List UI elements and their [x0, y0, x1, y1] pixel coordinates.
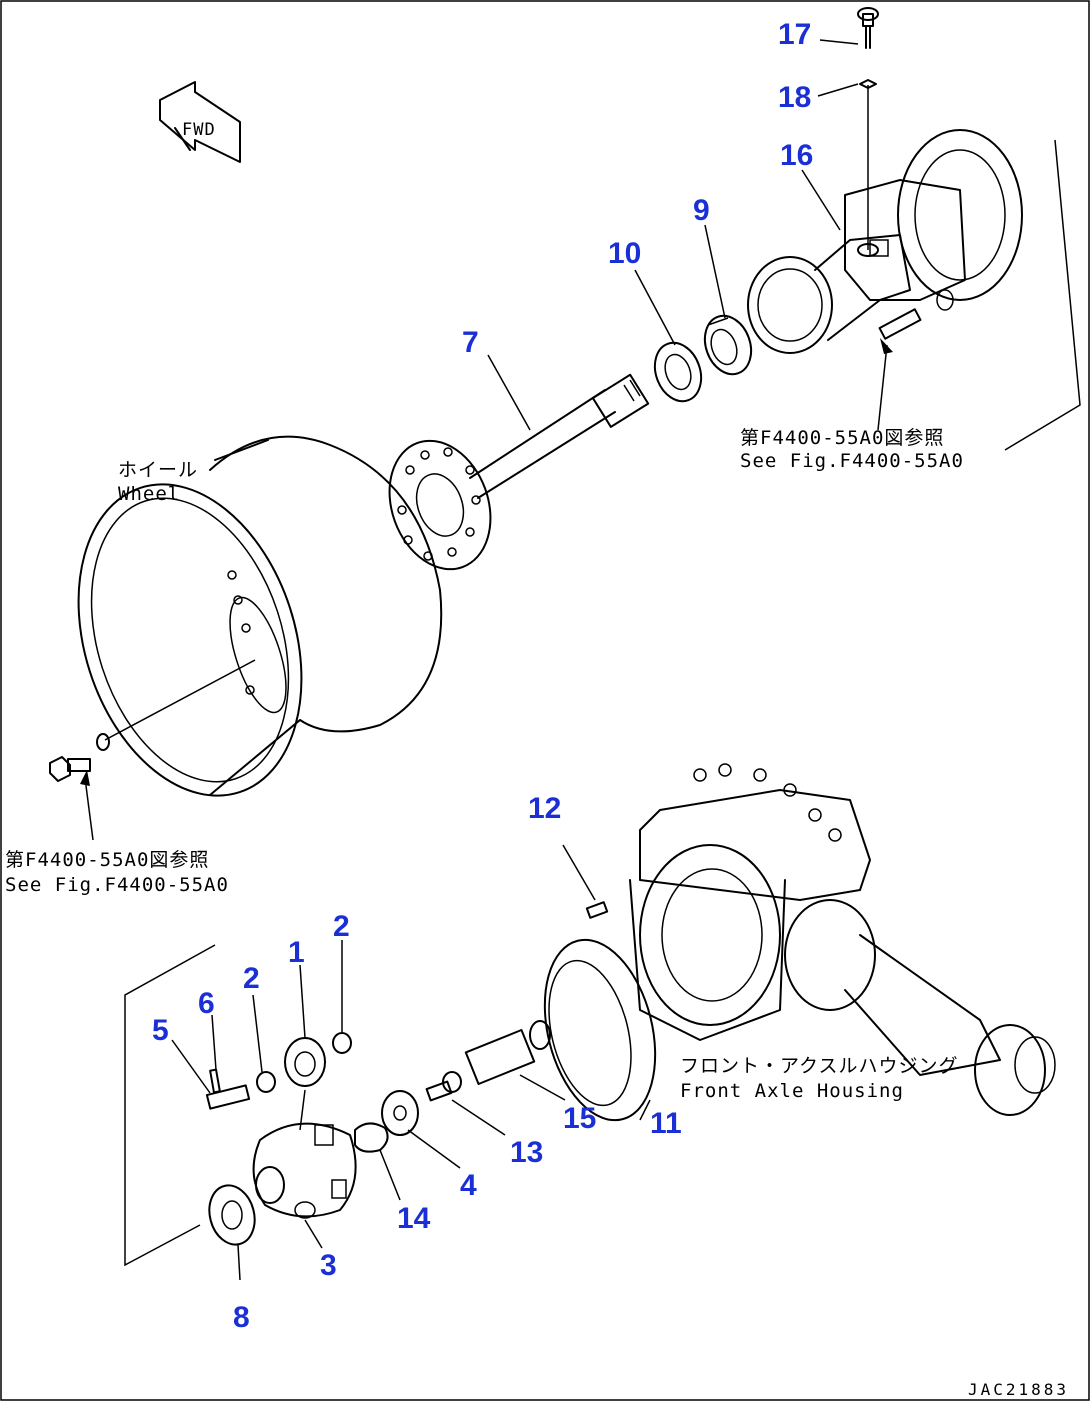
thrust-washer-right-icon [332, 1032, 352, 1054]
callout-2-lower: 2 [243, 962, 260, 995]
sun-gear-drawing [464, 1020, 566, 1101]
callout-8: 8 [233, 1301, 250, 1334]
callout-15: 15 [563, 1102, 596, 1135]
ref-top-en: See Fig.F4400-55A0 [740, 450, 964, 472]
callout-6: 6 [198, 987, 215, 1020]
drawing-code: JAC21883 [968, 1380, 1069, 1399]
axle-tube-housing-drawing [747, 85, 1023, 354]
callout-13: 13 [510, 1136, 543, 1169]
planet-gear-drawing [284, 1037, 326, 1131]
callout-5: 5 [152, 1014, 169, 1047]
callout-7: 7 [462, 326, 479, 359]
housing-label-en: Front Axle Housing [680, 1080, 904, 1102]
bearing-drawing [703, 314, 753, 376]
seal-drawing [653, 341, 703, 403]
plate-14-icon [354, 1122, 401, 1201]
wheel-label-jp: ホイール [118, 459, 198, 481]
fwd-arrow-icon: FWD [159, 81, 241, 163]
callout-14: 14 [397, 1202, 431, 1235]
bolt-13-icon [425, 1071, 506, 1136]
callout-10: 10 [608, 237, 641, 270]
front-axle-housing-drawing [629, 763, 1056, 1116]
housing-label-jp: フロント・アクスルハウジング [680, 1055, 958, 1077]
housing-bolt-icon [877, 289, 954, 431]
callout-18: 18 [778, 81, 811, 114]
callout-1: 1 [288, 936, 305, 969]
callout-12: 12 [528, 792, 561, 825]
wheel-bolt-icon [49, 733, 110, 841]
thrust-washer-left-icon [256, 1071, 276, 1093]
plug-drawing [857, 7, 879, 89]
wheel-label-en: Wheel [118, 483, 180, 505]
callout-4: 4 [460, 1169, 477, 1202]
ref-left-en: See Fig.F4400-55A0 [5, 874, 229, 896]
planet-shaft-drawing [171, 1039, 251, 1110]
washer-4-icon [381, 1090, 461, 1169]
callout-17: 17 [778, 18, 811, 51]
group-bracket-bottom [124, 944, 216, 1267]
fwd-label: FWD [182, 120, 216, 140]
callout-3: 3 [320, 1249, 337, 1282]
pin-drawing [562, 844, 609, 919]
ref-left-jp: 第F4400-55A0図参照 [5, 849, 209, 871]
group-bracket-top [1004, 139, 1081, 451]
wheel-drawing [77, 435, 443, 797]
callout-2-upper: 2 [333, 910, 350, 943]
ring-gear-drawing [543, 938, 657, 1122]
callout-9: 9 [693, 194, 710, 227]
planet-carrier-drawing [252, 1122, 357, 1249]
callout-16: 16 [780, 139, 813, 172]
callout-11: 11 [650, 1107, 682, 1140]
cover-8-drawing [208, 1184, 256, 1281]
axle-shaft-drawing [388, 373, 650, 571]
ref-top-jp: 第F4400-55A0図参照 [740, 427, 944, 449]
leader-lines [211, 39, 859, 1073]
